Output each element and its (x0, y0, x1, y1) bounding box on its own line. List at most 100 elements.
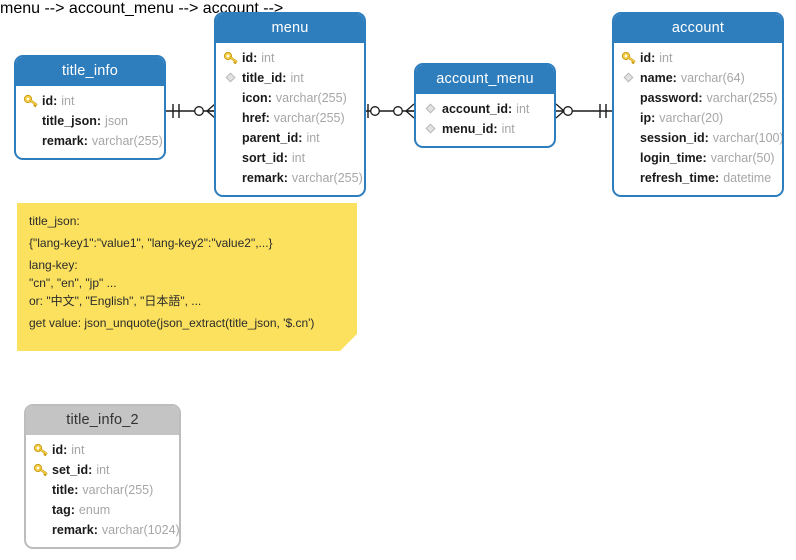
field-name: id (42, 94, 54, 108)
field-type: int (659, 51, 673, 65)
entity-title_info[interactable]: title_info id : int title_ (14, 55, 166, 160)
field-separator: : (253, 51, 258, 65)
field-account_menu-account_id[interactable]: account_id : int (416, 99, 554, 119)
field-name: login_time (640, 151, 703, 165)
field-title_info_2-tag[interactable]: tag : enum (26, 500, 179, 520)
field-account-session_id[interactable]: session_id : varchar(100) (614, 128, 782, 148)
field-account-refresh_time[interactable]: refresh_time : datetime (614, 168, 782, 188)
entity-title_info-fields: id : int title_json : json remark : varc… (16, 86, 164, 158)
field-type: varchar(255) (91, 134, 163, 148)
no-icon (621, 90, 638, 106)
field-separator: : (698, 91, 703, 105)
field-name: title_id (242, 71, 283, 85)
field-title_info-title_json[interactable]: title_json : json (16, 111, 164, 131)
field-account-name[interactable]: name : varchar(64) (614, 68, 782, 88)
field-separator: : (83, 134, 88, 148)
field-name: title_json (42, 114, 97, 128)
entity-menu[interactable]: menu id : int (214, 12, 366, 197)
field-title_info-id[interactable]: id : int (16, 91, 164, 111)
entity-menu-fields: id : int title_id : int icon : varchar(2… (216, 43, 364, 195)
primary-key-icon (33, 442, 50, 458)
field-separator: : (715, 171, 720, 185)
no-icon (223, 170, 240, 186)
field-name: set_id (52, 463, 89, 477)
no-icon (621, 130, 638, 146)
no-icon (621, 110, 638, 126)
field-title_info_2-id[interactable]: id : int (26, 440, 179, 460)
field-name: sort_id (242, 151, 284, 165)
field-account-password[interactable]: password : varchar(255) (614, 88, 782, 108)
field-name: parent_id (242, 131, 299, 145)
field-type: varchar(50) (710, 151, 775, 165)
field-account-login_time[interactable]: login_time : varchar(50) (614, 148, 782, 168)
no-icon (33, 482, 50, 498)
field-type: int (96, 463, 110, 477)
field-name: remark (242, 171, 284, 185)
field-account-id[interactable]: id : int (614, 48, 782, 68)
relationship-account_menu-account[interactable] (555, 101, 614, 121)
field-type: varchar(255) (706, 91, 778, 105)
field-menu-sort_id[interactable]: sort_id : int (216, 148, 364, 168)
field-type: varchar(20) (659, 111, 724, 125)
relationship-title_info-menu[interactable] (165, 101, 216, 121)
no-icon (621, 170, 638, 186)
field-separator: : (96, 114, 102, 128)
no-icon (23, 133, 40, 149)
field-separator: : (93, 523, 98, 537)
field-name: href (242, 111, 266, 125)
foreign-key-icon (423, 121, 440, 137)
field-menu-icon[interactable]: icon : varchar(255) (216, 88, 364, 108)
entity-account_menu[interactable]: account_menu account_id : int menu (414, 63, 556, 148)
no-icon (223, 150, 240, 166)
field-account-ip[interactable]: ip : varchar(20) (614, 108, 782, 128)
field-type: varchar(1024) (101, 523, 180, 537)
field-menu-href[interactable]: href : varchar(255) (216, 108, 364, 128)
entity-account[interactable]: account id : int (612, 12, 784, 197)
field-type: datetime (723, 171, 772, 185)
field-separator: : (651, 51, 656, 65)
field-type: int (501, 122, 515, 136)
field-name: name (640, 71, 673, 85)
no-icon (23, 113, 40, 129)
no-icon (33, 502, 50, 518)
field-title_info_2-remark[interactable]: remark : varchar(1024) (26, 520, 179, 540)
note-line: "cn", "en", "jp" ... (29, 276, 117, 290)
field-type: varchar(255) (273, 111, 345, 125)
field-type: varchar(255) (291, 171, 363, 185)
field-type: varchar(255) (82, 483, 154, 497)
field-menu-title_id[interactable]: title_id : int (216, 68, 364, 88)
note-title-json[interactable]: title_json: {"lang-key1":"value1", "lang… (17, 203, 357, 351)
entity-title_info-name: title_info (16, 57, 164, 86)
field-separator: : (283, 151, 288, 165)
field-title_info_2-title[interactable]: title : varchar(255) (26, 480, 179, 500)
relationship-menu-account_menu[interactable] (366, 101, 415, 121)
field-separator: : (704, 131, 709, 145)
field-title_info-remark[interactable]: remark : varchar(255) (16, 131, 164, 151)
field-separator: : (265, 111, 270, 125)
field-separator: : (74, 483, 79, 497)
note-line: get value: json_unquote(json_extract(tit… (29, 316, 315, 330)
primary-key-icon (223, 50, 240, 66)
field-type: int (290, 71, 304, 85)
entity-menu-name: menu (216, 14, 364, 43)
field-menu-parent_id[interactable]: parent_id : int (216, 128, 364, 148)
foreign-key-icon (621, 70, 638, 86)
field-type: int (516, 102, 530, 116)
field-type: int (261, 51, 275, 65)
field-name: refresh_time (640, 171, 716, 185)
field-menu-id[interactable]: id : int (216, 48, 364, 68)
field-name: password (640, 91, 699, 105)
field-type: enum (78, 503, 111, 517)
field-separator: : (283, 171, 288, 185)
field-name: ip (640, 111, 652, 125)
field-separator: : (70, 503, 75, 517)
field-name: title (52, 483, 75, 497)
entity-title_info_2[interactable]: title_info_2 id : int (24, 404, 181, 549)
field-type: json (105, 114, 128, 128)
note-line: title_json: (29, 214, 80, 228)
field-title_info_2-set_id[interactable]: set_id : int (26, 460, 179, 480)
field-menu-remark[interactable]: remark : varchar(255) (216, 168, 364, 188)
primary-key-icon (23, 93, 40, 109)
field-type: varchar(100) (712, 131, 784, 145)
field-account_menu-menu_id[interactable]: menu_id : int (416, 119, 554, 139)
